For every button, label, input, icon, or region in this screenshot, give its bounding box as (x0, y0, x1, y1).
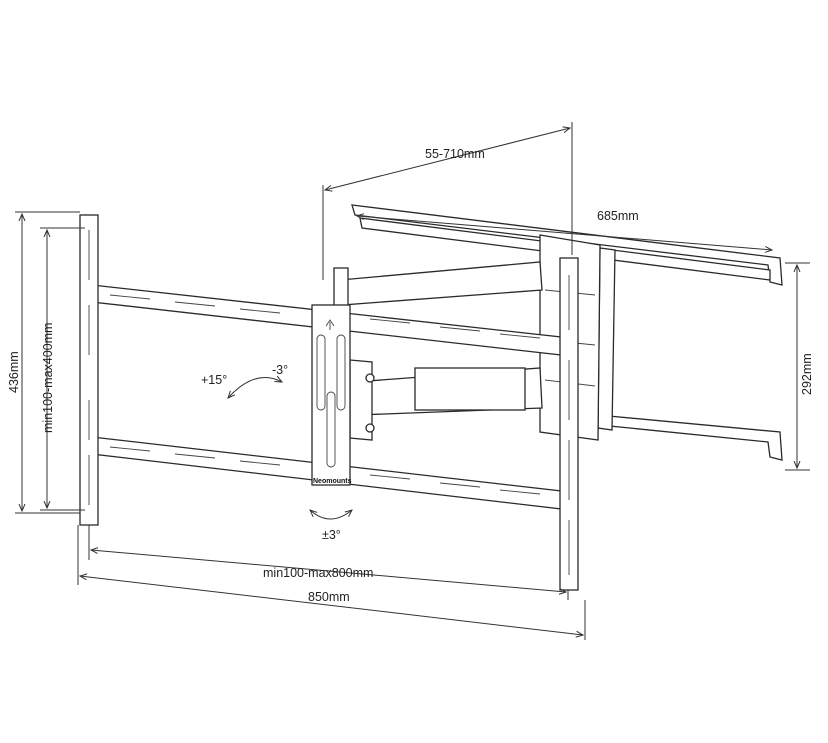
wall-plate-width-label: 685mm (597, 209, 639, 223)
vesa-vertical-label: min100-max400mm (41, 323, 55, 433)
brand-label: Neomounts (313, 478, 352, 485)
rotation-label: ±3° (322, 528, 341, 542)
depth-label: 55-710mm (425, 147, 485, 161)
total-width-label: 850mm (308, 590, 350, 604)
wall-plate-height-label: 292mm (800, 353, 814, 395)
right-vertical-rail (559, 257, 579, 591)
rotation-arrow (310, 510, 352, 520)
lower-arm (349, 359, 543, 441)
vesa-horizontal-label: min100-max800mm (263, 566, 373, 580)
tilt-arrow (228, 378, 282, 398)
total-height-label: 436mm (7, 351, 21, 393)
tilt-down-label: -3° (272, 363, 288, 377)
upper-arm (333, 261, 543, 309)
left-vertical-rail (79, 214, 99, 526)
dimension-lines (15, 122, 810, 640)
tilt-up-label: +15° (201, 373, 227, 387)
center-plate: Neomounts (311, 304, 352, 486)
